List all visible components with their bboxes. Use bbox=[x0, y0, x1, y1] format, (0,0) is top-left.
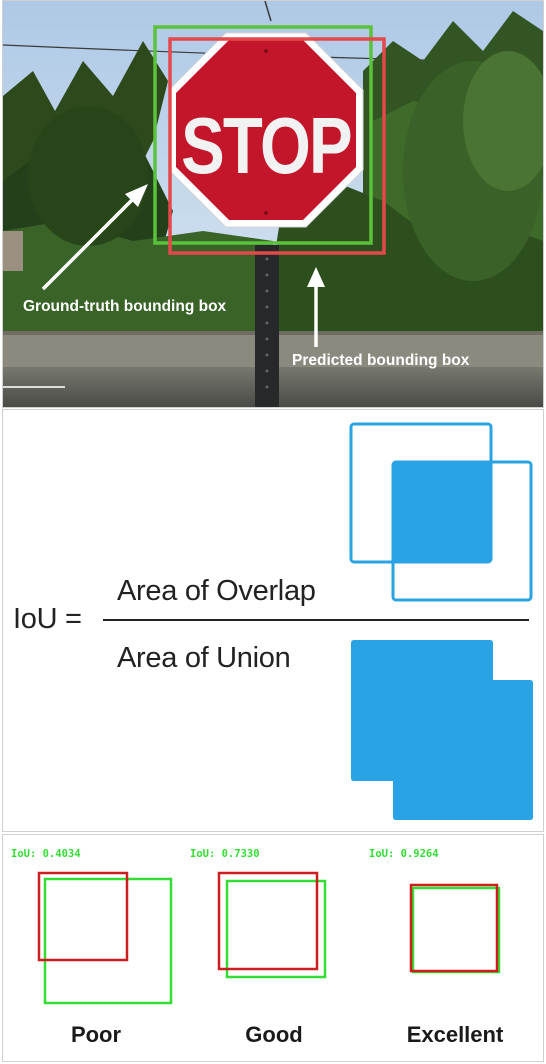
quality-label-good: Good bbox=[245, 1022, 302, 1047]
overlap-region bbox=[393, 462, 491, 562]
example-poor: IoU: 0.4034 Poor bbox=[11, 848, 173, 1047]
predicted-arrow bbox=[307, 267, 325, 347]
iou-examples: IoU: 0.4034 Poor IoU: 0.7330 Good IoU: 0… bbox=[11, 848, 504, 1047]
stop-sign-photo-panel: STOP Ground-truth bounding box Predicted… bbox=[2, 0, 544, 408]
formula-lhs: IoU = bbox=[13, 603, 82, 635]
predicted-box bbox=[168, 37, 386, 255]
quality-label-poor: Poor bbox=[71, 1022, 122, 1047]
tree-line bbox=[3, 11, 543, 331]
ground-truth-box bbox=[153, 25, 373, 245]
stop-sign-text: STOP bbox=[181, 102, 351, 191]
predicted-box-excellent bbox=[409, 883, 499, 973]
stop-sign-photo: STOP Ground-truth bounding box Predicted… bbox=[3, 1, 543, 407]
iou-readout-poor: IoU: 0.4034 bbox=[11, 848, 81, 860]
stop-sign: STOP bbox=[168, 32, 364, 228]
sign-post bbox=[255, 245, 279, 407]
formula-numerator: Area of Overlap bbox=[117, 575, 316, 607]
ground-truth-box-good bbox=[225, 879, 327, 979]
predicted-box-poor bbox=[37, 871, 129, 962]
house bbox=[3, 231, 23, 271]
example-good: IoU: 0.7330 Good bbox=[190, 848, 327, 1047]
predicted-box-good bbox=[217, 871, 319, 971]
overlap-box-a bbox=[349, 422, 493, 564]
ground-truth-arrow bbox=[41, 184, 148, 291]
power-line-drop bbox=[264, 1, 272, 22]
ground-truth-box-excellent bbox=[411, 886, 501, 974]
union-region bbox=[351, 640, 533, 820]
iou-examples-panel: IoU: 0.4034 Poor IoU: 0.7330 Good IoU: 0… bbox=[2, 834, 544, 1062]
formula-denominator: Area of Union bbox=[117, 642, 290, 674]
ground-truth-label: Ground-truth bounding box bbox=[23, 298, 227, 315]
overlap-box-b bbox=[391, 460, 533, 602]
iou-readout-good: IoU: 0.7330 bbox=[190, 848, 260, 860]
example-excellent: IoU: 0.9264 Excellent bbox=[369, 848, 504, 1047]
iou-formula: IoU = Area of Overlap Area of Union bbox=[13, 422, 533, 820]
union-illustration bbox=[351, 640, 533, 820]
overlap-illustration bbox=[349, 422, 533, 602]
iou-readout-excellent: IoU: 0.9264 bbox=[369, 848, 439, 860]
predicted-label: Predicted bounding box bbox=[292, 352, 470, 369]
quality-label-excellent: Excellent bbox=[407, 1022, 504, 1047]
iou-formula-panel: IoU = Area of Overlap Area of Union bbox=[2, 409, 544, 832]
ground-truth-box-poor bbox=[43, 877, 173, 1005]
